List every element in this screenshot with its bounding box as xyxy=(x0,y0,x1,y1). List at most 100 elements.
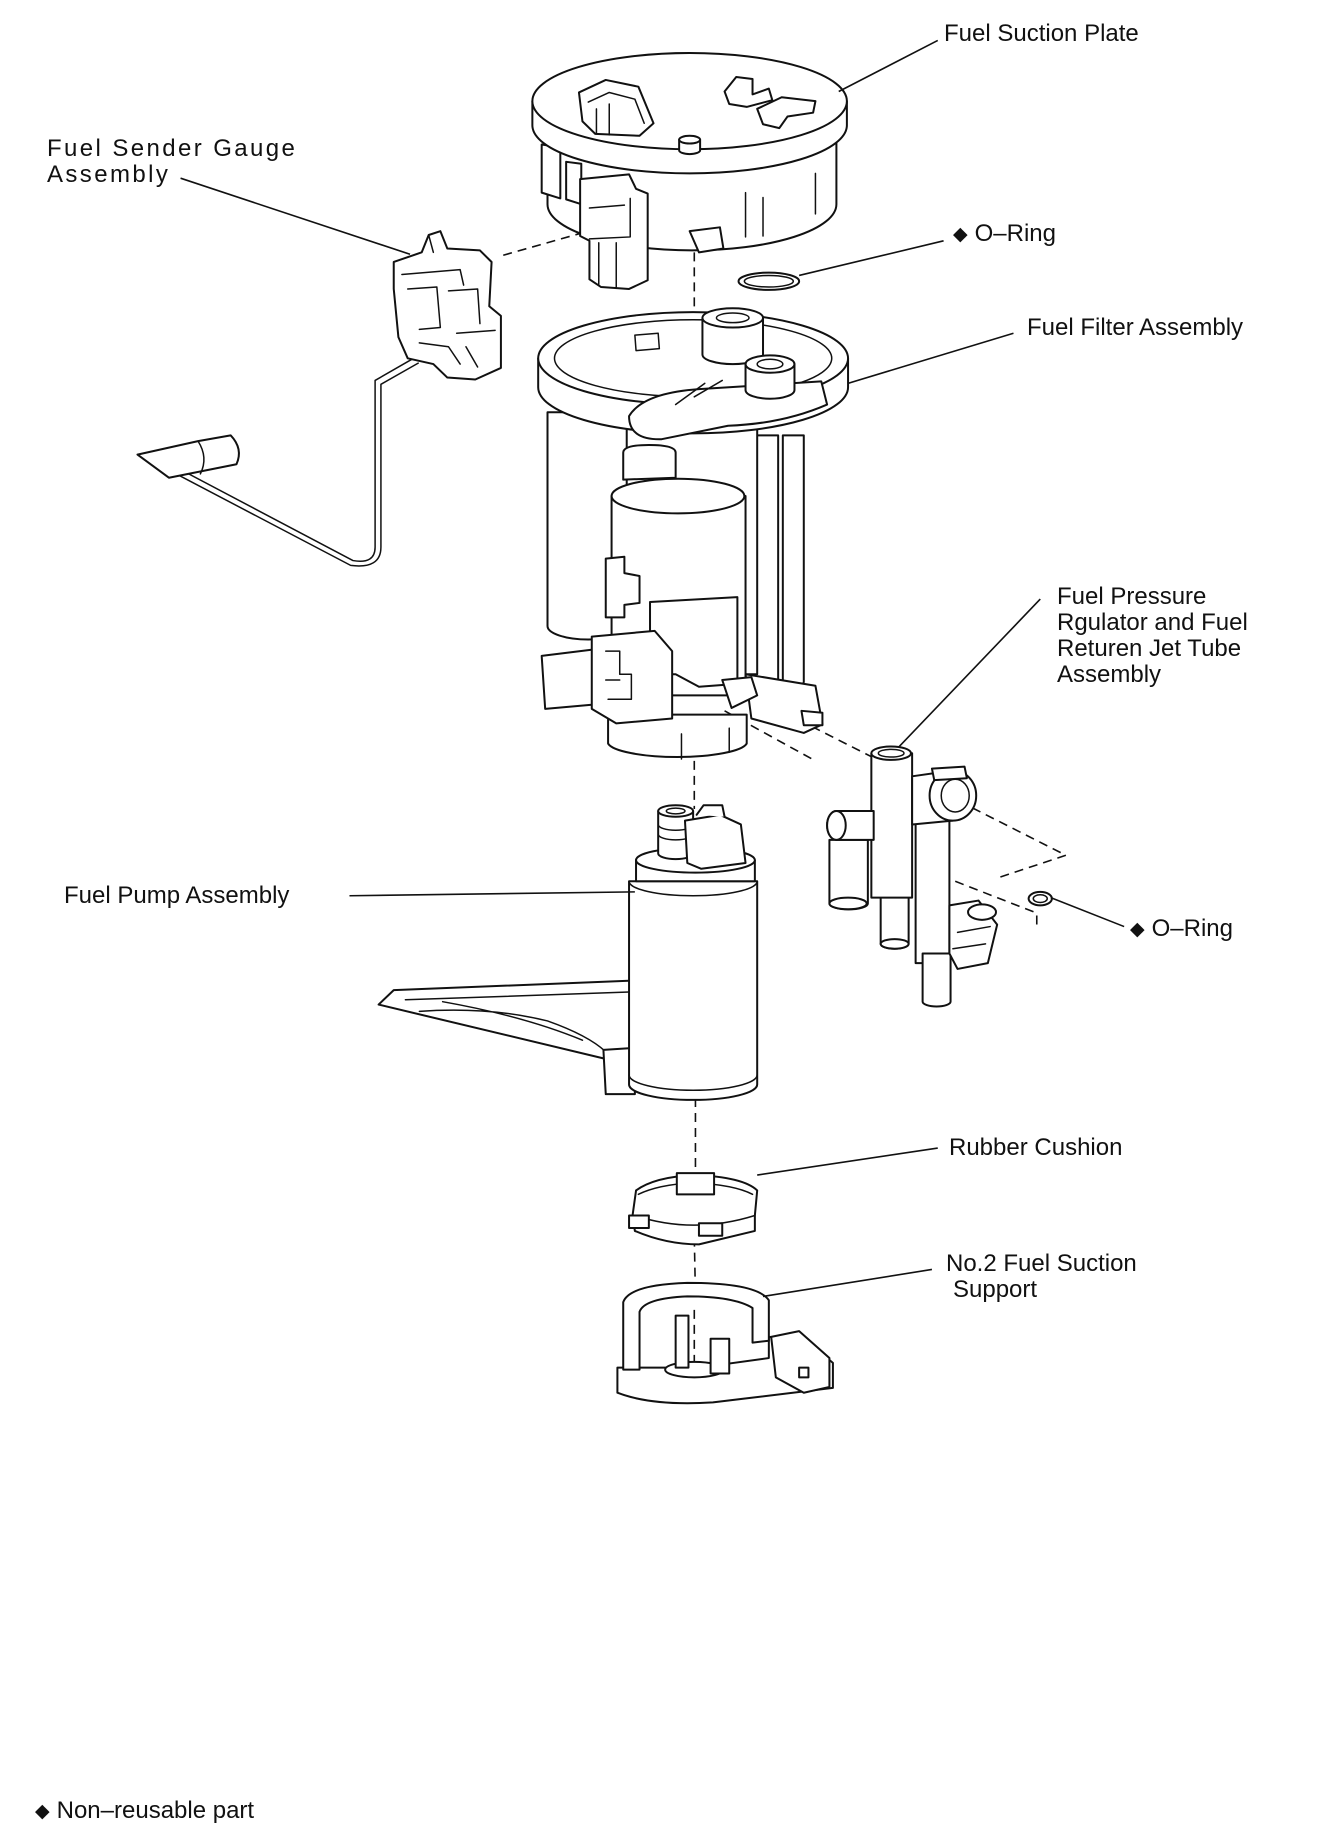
float xyxy=(137,435,238,477)
filter-regulator-mount xyxy=(722,677,757,708)
regulator-left-nozzle-end xyxy=(827,811,846,840)
regulator-angled-nozzle-end xyxy=(968,904,996,919)
support-wall xyxy=(623,1283,769,1370)
plate-tab-left xyxy=(542,144,561,198)
filter-nozzle-1-bore xyxy=(716,313,749,323)
pump-shoulder xyxy=(629,881,757,895)
label-fuel-filter-assembly: Fuel Filter Assembly xyxy=(1027,315,1243,341)
regulator-angled-nozzle-ribs xyxy=(953,927,990,949)
label-no2-fuel-suction-support: No.2 Fuel Suction Support xyxy=(946,1251,1137,1303)
leader-o-ring-upper xyxy=(799,241,943,276)
label-o-ring-upper: ◆ O–Ring xyxy=(953,221,1056,249)
plate-connector-lower xyxy=(580,174,648,289)
fuel-pump-assembly-drawing xyxy=(379,805,758,1100)
regulator-top-tab xyxy=(932,767,967,780)
regulator-main-tube xyxy=(871,753,912,897)
regulator-middle-tube-end xyxy=(881,939,909,949)
filter-nozzle-2-bore xyxy=(757,359,783,369)
fuel-filter-assembly-drawing xyxy=(538,308,848,759)
regulator-bottom-tube xyxy=(923,954,951,1007)
pump-outlet-nozzle-top xyxy=(658,805,693,817)
leader-no2-fuel-suction-support xyxy=(763,1269,932,1296)
pump-filter-sock xyxy=(379,980,635,1059)
label-line: Fuel Filter Assembly xyxy=(1027,314,1244,341)
regulator-main-tube-top xyxy=(871,746,911,759)
filter-left-flange xyxy=(542,649,599,709)
filter-right-tube-1 xyxy=(755,435,778,692)
label-line: Assembly xyxy=(1057,661,1162,688)
rubber-cushion-drawing xyxy=(629,1173,757,1244)
filter-cylinder-top xyxy=(612,479,745,514)
pump-bottom-band xyxy=(629,1075,757,1090)
dash-regulator-to-oring xyxy=(955,881,1037,924)
dash-regulator-return xyxy=(996,855,1066,878)
plate-connector-top-detail xyxy=(588,92,644,134)
legend-non-reusable: ◆ Non–reusable part xyxy=(35,1798,254,1826)
leader-fuel-suction-plate xyxy=(839,40,938,91)
float-seam xyxy=(198,441,204,474)
filter-right-flange-block xyxy=(801,711,822,725)
label-line: Fuel Sender Gauge xyxy=(47,135,298,162)
label-rubber-cushion: Rubber Cushion xyxy=(949,1135,1122,1161)
leader-fuel-sender-gauge xyxy=(181,178,410,254)
label-line: No.2 Fuel Suction xyxy=(946,1250,1137,1277)
label-fuel-sender-gauge-assembly: Fuel Sender Gauge Assembly xyxy=(47,136,297,188)
leader-o-ring-lower xyxy=(1051,898,1124,927)
regulator-main-tube-bore xyxy=(878,749,904,757)
fuel-pressure-regulator-drawing xyxy=(827,746,997,1006)
filter-upper-tower xyxy=(623,445,675,480)
support-post-2 xyxy=(711,1339,730,1374)
o-ring-lower-drawing xyxy=(1029,892,1052,905)
dash-sender-to-plate xyxy=(503,231,588,255)
label-line: Rgulator and Fuel xyxy=(1057,609,1248,636)
label-line: Fuel Suction Plate xyxy=(944,20,1139,47)
plate-post-top xyxy=(679,136,700,144)
plate-connector-top xyxy=(579,80,654,136)
o-ring-inner xyxy=(1033,895,1047,903)
o-ring-upper-drawing xyxy=(739,273,800,290)
leader-fuel-pump xyxy=(349,892,634,896)
label-line: Support xyxy=(953,1276,1038,1303)
support-side-block xyxy=(771,1331,829,1393)
cushion-tab-1 xyxy=(629,1216,649,1229)
fuel-sender-gauge-drawing xyxy=(137,231,500,566)
legend-text: Non–reusable part xyxy=(56,1797,255,1824)
regulator-left-lower-tube-end xyxy=(829,898,866,910)
filter-right-tube-2 xyxy=(783,435,804,685)
label-text: O–Ring xyxy=(1151,915,1233,942)
label-text: O–Ring xyxy=(974,220,1056,247)
label-fuel-pump-assembly: Fuel Pump Assembly xyxy=(64,883,289,909)
support-side-window xyxy=(799,1368,808,1378)
label-line: Fuel Pump Assembly xyxy=(64,882,290,909)
pump-sock-clip xyxy=(603,1048,634,1094)
plate-triangle-tab xyxy=(690,227,724,252)
label-line: Fuel Pressure xyxy=(1057,583,1207,610)
plate-clip-1 xyxy=(725,77,773,107)
label-line: Assembly xyxy=(47,161,171,188)
plate-clip-2 xyxy=(757,97,815,128)
filter-nozzle-1-top xyxy=(702,308,763,327)
plate-body-ribs xyxy=(746,173,816,237)
float-arm-wire xyxy=(163,358,413,561)
non-reusable-diamond-icon: ◆ xyxy=(953,224,968,245)
o-ring-inner xyxy=(744,275,793,287)
fuel-suction-plate-drawing xyxy=(532,53,847,289)
cushion-tab-2 xyxy=(699,1223,722,1236)
float-arm-wire-edge xyxy=(160,363,419,566)
non-reusable-diamond-icon: ◆ xyxy=(35,1801,50,1822)
label-line: Returen Jet Tube xyxy=(1057,635,1242,662)
label-o-ring-lower: ◆O–Ring xyxy=(1130,916,1233,944)
support-post-1 xyxy=(676,1316,689,1368)
cushion-body xyxy=(633,1175,758,1244)
label-line: Rubber Cushion xyxy=(949,1134,1123,1161)
filter-nozzle-2 xyxy=(746,364,795,399)
leader-fuel-filter xyxy=(848,333,1013,383)
filter-nozzle-2-top xyxy=(746,355,795,372)
label-fuel-suction-plate: Fuel Suction Plate xyxy=(944,21,1139,47)
leader-rubber-cushion xyxy=(757,1148,938,1175)
plate-connector-lower-detail xyxy=(589,198,630,288)
filter-bottom-slots xyxy=(681,728,729,759)
o-ring-outer xyxy=(1029,892,1052,905)
filter-lower-housing-detail xyxy=(606,651,632,699)
